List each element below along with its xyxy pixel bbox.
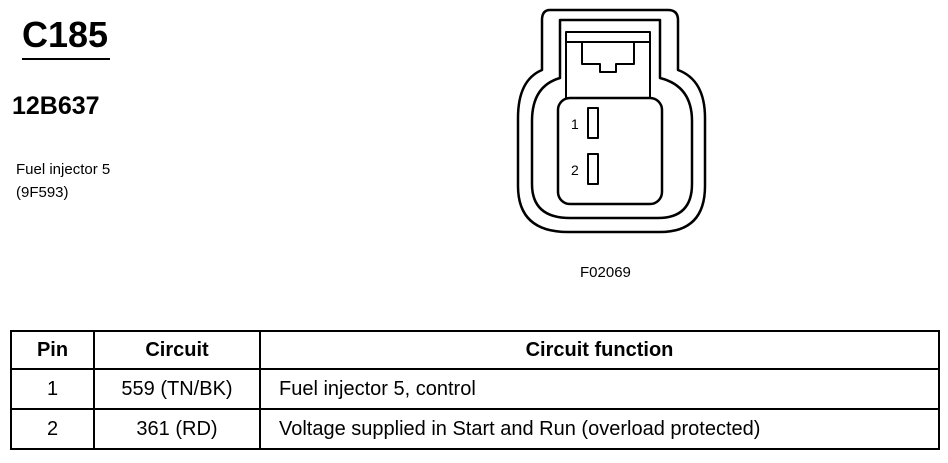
connector-inner-housing <box>530 18 694 220</box>
row-pin: 1 <box>10 368 95 410</box>
header-circuit-function: Circuit function <box>259 330 940 370</box>
part-number: 12B637 <box>12 92 100 120</box>
component-name: Fuel injector 5 <box>16 161 111 178</box>
table-row: 1 559 (TN/BK) Fuel injector 5, control <box>10 368 940 410</box>
header-pin: Pin <box>10 330 95 370</box>
row-circuit: 361 (RD) <box>93 408 261 450</box>
locking-tab-notch <box>581 42 635 73</box>
figure-code: F02069 <box>580 264 631 281</box>
pin-1-label: 1 <box>571 116 579 132</box>
pin-2-label: 2 <box>571 162 579 178</box>
table-row: 2 361 (RD) Voltage supplied in Start and… <box>10 408 940 450</box>
pin-table: Pin Circuit Circuit function 1 559 (TN/B… <box>10 330 940 450</box>
terminal-face <box>556 96 664 206</box>
connector-id-underline <box>22 58 110 60</box>
row-pin: 2 <box>10 408 95 450</box>
connector-id: C185 <box>22 14 109 55</box>
connector-outer-housing <box>516 8 707 234</box>
header-circuit: Circuit <box>93 330 261 370</box>
pin-2-cavity <box>587 153 599 185</box>
component-code: (9F593) <box>16 184 69 201</box>
pin-1-cavity <box>587 107 599 139</box>
connector-face-diagram: 1 2 <box>516 8 707 234</box>
table-header-row: Pin Circuit Circuit function <box>10 330 940 370</box>
row-circuit-function: Fuel injector 5, control <box>259 368 940 410</box>
row-circuit: 559 (TN/BK) <box>93 368 261 410</box>
row-circuit-function: Voltage supplied in Start and Run (overl… <box>259 408 940 450</box>
